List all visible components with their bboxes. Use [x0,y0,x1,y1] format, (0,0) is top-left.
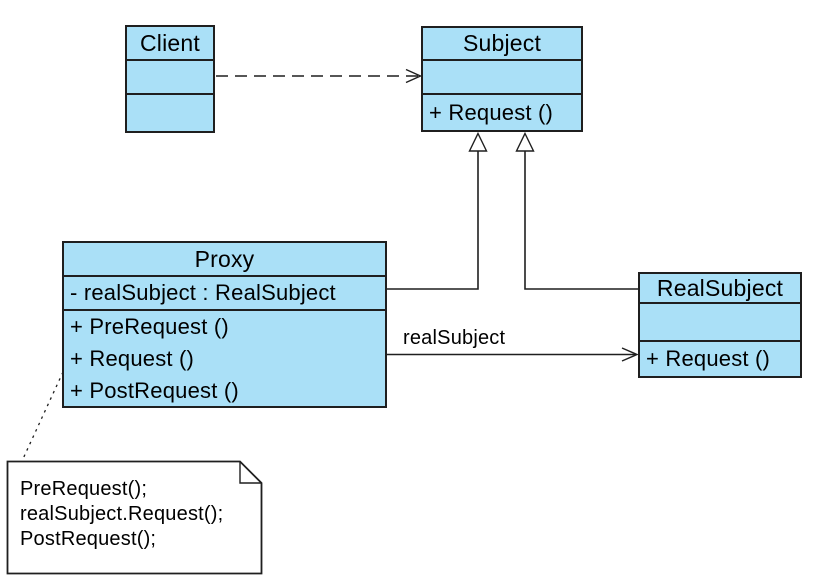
association-label-realsubject: realSubject [403,327,506,349]
class-subject-title: Subject [423,28,581,61]
class-realsubject-title: RealSubject [640,274,800,304]
generalization-triangle-proxy [468,131,488,152]
association-open-arrowhead [621,347,639,362]
class-subject-attributes [423,61,581,95]
note-fold-corner [239,461,262,484]
note-text: PreRequest(); realSubject.Request(); Pos… [20,477,223,552]
class-realsubject: RealSubject + Request () [638,272,802,378]
class-proxy: Proxy - realSubject : RealSubject + PreR… [62,241,387,408]
class-subject: Subject + Request () [421,26,583,132]
class-client-attributes [127,61,213,95]
class-realsubject-attributes [640,304,800,342]
class-subject-methods: + Request () [423,95,581,130]
class-proxy-attributes: - realSubject : RealSubject [64,277,385,311]
class-client-methods [127,95,213,131]
class-proxy-title: Proxy [64,243,385,277]
note-line: realSubject.Request(); [20,503,224,525]
class-proxy-methods: + PreRequest () + Request () + PostReque… [64,311,385,407]
generalization-line-realsubject-to-subject [524,151,638,290]
method-row: + Request () [429,99,554,125]
method-row: + Request () [646,346,771,371]
note-anchor-line [21,371,64,462]
note-shape [6,460,263,575]
method-row: + PostRequest () [70,378,239,403]
note-line: PostRequest(); [20,528,157,550]
class-client: Client [125,25,215,133]
note-line: PreRequest(); [20,478,148,500]
generalization-triangle-realsubject [515,131,535,152]
attribute-row: - realSubject : RealSubject [70,280,336,305]
class-realsubject-methods: + Request () [640,342,800,376]
generalization-line-proxy-to-subject [387,151,479,290]
method-row: + Request () [70,346,195,371]
dependency-open-arrowhead [405,68,423,84]
class-client-title: Client [127,27,213,61]
method-row: + PreRequest () [70,314,229,339]
